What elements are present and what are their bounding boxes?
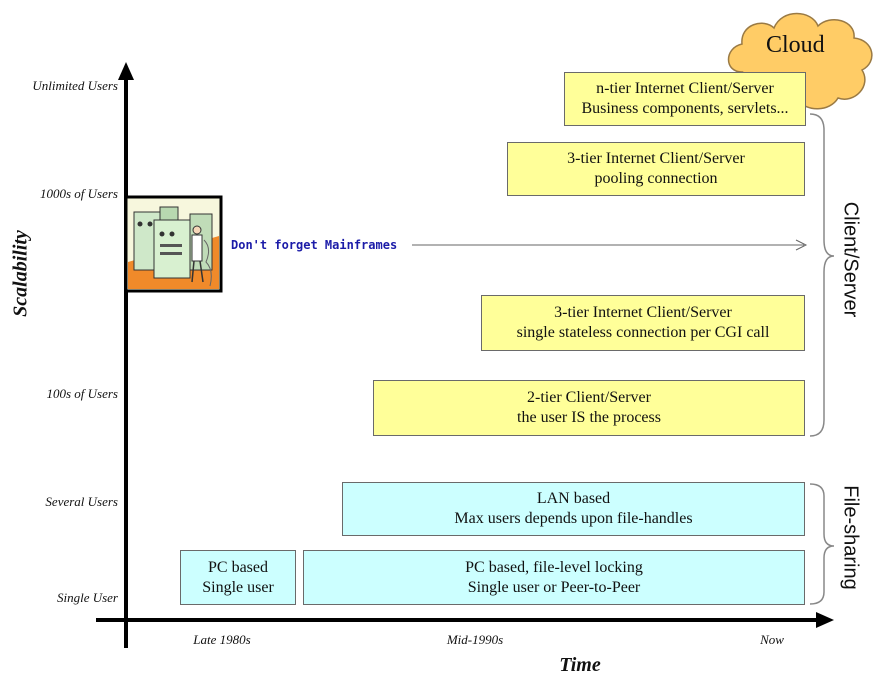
mainframe-picture (124, 195, 223, 293)
y-axis-arrowhead (118, 62, 134, 80)
client-server-label: Client/Server (839, 201, 862, 318)
pc-file-lock-line1: PC based, file-level locking (465, 558, 643, 576)
x-tick-now: Now (760, 632, 784, 647)
mainframe-arrowhead (795, 239, 808, 251)
file-sharing-brace (809, 483, 835, 605)
two-tier-line1: 2-tier Client/Server (527, 389, 651, 406)
two-tier-client-server-box: 2-tier Client/Server the user IS the pro… (373, 380, 805, 436)
x-axis-arrowhead (816, 612, 834, 628)
x-axis-title: Time (559, 654, 601, 676)
ntier-line2: Business components, servlets... (581, 100, 789, 117)
y-axis-title: Scalability (9, 230, 32, 317)
three-tier-cgi-line1: 3-tier Internet Client/Server (554, 304, 732, 321)
y-tick-100s-users: 100s of Users (46, 386, 118, 401)
lan-line1: LAN based (536, 490, 611, 507)
pc-single-line1: PC based (208, 558, 268, 576)
pc-file-locking-box: PC based, file-level locking Single user… (303, 550, 805, 605)
pc-single-line2: Single user (202, 578, 274, 596)
three-tier-pool-line2: pooling connection (594, 170, 718, 187)
y-tick-several-users: Several Users (45, 494, 118, 509)
three-tier-cgi-line2: single stateless connection per CGI call (516, 324, 770, 341)
file-sharing-label: File-sharing (839, 485, 862, 590)
y-tick-unlimited-users: Unlimited Users (32, 78, 118, 93)
x-tick-mid-1990s: Mid-1990s (446, 632, 504, 647)
pc-based-single-user-box: PC based Single user (180, 550, 296, 605)
pc-file-lock-line2: Single user or Peer-to-Peer (467, 578, 641, 596)
y-tick-1000s-users: 1000s of Users (39, 186, 118, 201)
three-tier-cgi-box: 3-tier Internet Client/Server single sta… (481, 295, 805, 351)
ntier-client-server-box: n-tier Internet Client/Server Business c… (564, 72, 806, 126)
lan-line2: Max users depends upon file-handles (454, 510, 693, 527)
two-tier-line2: the user IS the process (517, 409, 661, 426)
y-tick-single-user: Single User (56, 590, 118, 605)
ntier-line1: n-tier Internet Client/Server (596, 80, 774, 97)
three-tier-pooling-box: 3-tier Internet Client/Server pooling co… (507, 142, 805, 196)
three-tier-pool-line1: 3-tier Internet Client/Server (567, 150, 745, 167)
client-server-brace (809, 113, 835, 437)
x-tick-late-1980s: Late 1980s (193, 632, 251, 647)
mainframe-note: Don't forget Mainframes (231, 238, 398, 252)
cloud-label: Cloud (766, 32, 825, 58)
lan-based-box: LAN based Max users depends upon file-ha… (342, 482, 805, 536)
